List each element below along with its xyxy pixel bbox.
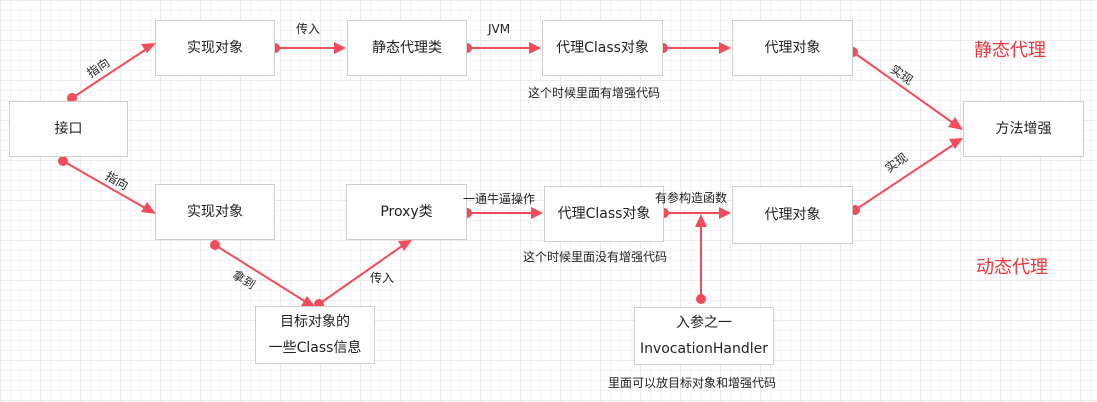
edge-label-pass-in-bottom: 传入 [370,271,395,285]
edge-impl-bottom-to-target-info [214,244,307,303]
node-proxy-cls-label: Proxy类 [380,204,433,220]
edge-start-dot [696,294,706,304]
edge-proxy-obj-top-to-enhance [852,51,954,124]
node-target-info-line2: 一些Class信息 [268,340,362,356]
node-static-proxy-class-label: 静态代理类 [372,40,442,56]
node-invocation-handler[interactable]: 入参之一 InvocationHandler [634,307,774,365]
arrowhead [141,43,156,53]
edge-label-jvm: JVM [488,22,511,36]
edge-interface-to-impl-bottom [62,160,146,209]
title-static-proxy: 静态代理 [974,40,1046,61]
edge-label-param-ctor: 有参构造函数 [655,191,728,205]
node-static-proxy-class[interactable]: 静态代理类 [347,20,467,76]
note-has-enhance: 这个时候里面有增强代码 [528,86,661,100]
edge-target-info-to-proxy-cls [318,245,403,305]
arrowhead [949,138,963,149]
arrowhead [301,296,316,308]
title-dynamic-proxy: 动态代理 [976,257,1048,278]
node-proxy-class-obj-bottom-label: 代理Class对象 [557,206,651,222]
node-proxy-cls[interactable]: Proxy类 [346,184,467,240]
node-target-info[interactable]: 目标对象的 一些Class信息 [255,306,375,364]
note-no-enhance: 这个时候里面没有增强代码 [523,250,668,264]
node-interface[interactable]: 接口 [9,101,128,157]
node-method-enhance[interactable]: 方法增强 [963,101,1084,157]
node-impl-bottom[interactable]: 实现对象 [155,184,275,240]
node-target-info-line1: 目标对象的 [280,314,350,330]
edge-interface-to-impl-top [71,49,146,99]
node-proxy-obj-bottom-label: 代理对象 [764,207,821,223]
node-impl-top-label: 实现对象 [187,40,243,56]
node-impl-top[interactable]: 实现对象 [155,20,275,76]
arrowhead [695,214,707,227]
note-handler: 里面可以放目标对象和增强代码 [608,376,777,390]
node-proxy-obj-bottom[interactable]: 代理对象 [732,186,853,244]
node-impl-bottom-label: 实现对象 [187,204,243,220]
edge-start-dot [58,156,68,166]
edge-start-dot [210,240,220,250]
node-proxy-class-obj-top-label: 代理Class对象 [556,40,649,56]
node-proxy-obj-top-label: 代理对象 [764,40,821,56]
edge-proxy-obj-bottom-to-enhance [854,144,954,211]
edge-label-magic-op: 一通牛逼操作 [463,192,536,206]
node-proxy-class-obj-top[interactable]: 代理Class对象 [542,20,663,76]
arrowhead [529,42,541,54]
arrowhead [141,202,156,214]
edge-start-dot [67,93,77,103]
edge-label-pass-in-top: 传入 [296,22,321,36]
arrowhead [719,207,731,219]
arrowhead [398,240,412,251]
arrowhead [334,42,346,54]
node-handler-line1: 入参之一 [676,315,732,331]
node-handler-line2: InvocationHandler [639,341,769,357]
node-interface-label: 接口 [54,121,83,137]
node-proxy-class-obj-bottom[interactable]: 代理Class对象 [544,186,664,242]
arrowhead [719,42,731,54]
node-proxy-obj-top[interactable]: 代理对象 [732,20,853,76]
node-method-enhance-label: 方法增强 [995,121,1052,137]
arrowhead [948,117,963,130]
arrowhead [531,207,543,219]
